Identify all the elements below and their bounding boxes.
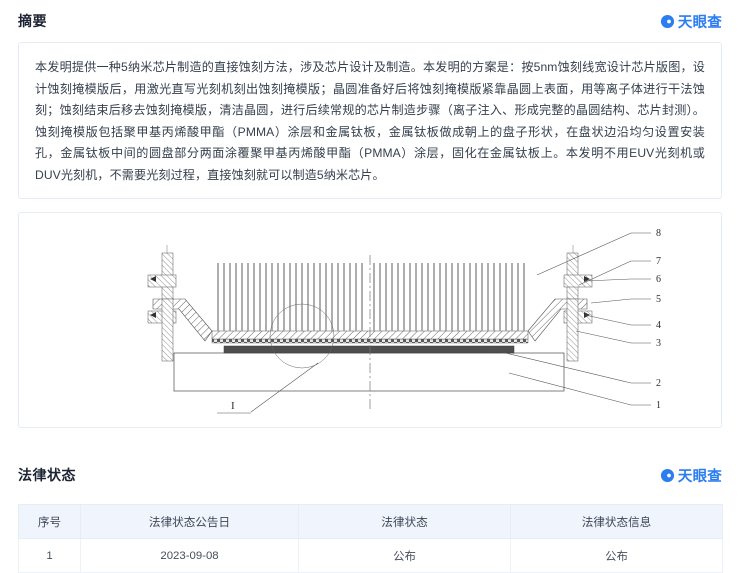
page-title: 摘要 (18, 13, 47, 29)
brand-name-abstract: 天眼查 (677, 14, 722, 31)
cell-index: 1 (18, 538, 81, 573)
figure-fin-array (217, 263, 525, 331)
figure-callout-3: 3 (656, 338, 661, 349)
figure-left-bolt-assembly (147, 245, 177, 362)
brand-name-legal: 天眼查 (677, 468, 722, 485)
column-header-status-info: 法律状态信息 (510, 504, 723, 539)
legal-section-header: 法律状态 天眼查 (0, 454, 740, 496)
figure-callout-6: 6 (656, 274, 661, 285)
abstract-section-header: 摘要 天眼查 (0, 0, 740, 42)
figure-callout-5: 5 (656, 294, 661, 305)
figure-callouts: 8 7 6 5 4 3 (488, 228, 661, 411)
table-row: 1 2023-09-08 公布 公布 (18, 538, 723, 573)
cell-announce-date: 2023-09-08 (80, 538, 299, 573)
figure-left-arm (152, 298, 213, 342)
legal-section-title: 法律状态 (18, 467, 76, 483)
figure-callout-1: 1 (656, 400, 661, 411)
cell-status: 公布 (298, 538, 511, 573)
column-header-status: 法律状态 (298, 504, 511, 539)
figure-substrate-layer (223, 345, 515, 354)
figure-detail-label: I (231, 400, 235, 412)
legal-status-table-wrap: 序号 法律状态公告日 法律状态 法律状态信息 1 2023-09-08 公布 公… (18, 504, 723, 573)
tianyancha-logo-icon (660, 14, 675, 29)
figure-right-arm (527, 298, 588, 342)
cell-status-info: 公布 (510, 538, 723, 573)
abstract-card: 本发明提供一种5纳米芯片制造的直接蚀刻方法，涉及芯片设计及制造。本发明的方案是：… (18, 42, 722, 199)
figure-callout-2: 2 (656, 378, 661, 389)
figure-detail-circle: I (217, 303, 335, 414)
brand-logo-legal: 天眼查 (660, 465, 722, 486)
abstract-text: 本发明提供一种5纳米芯片制造的直接蚀刻方法，涉及芯片设计及制造。本发明的方案是：… (35, 60, 705, 182)
column-header-index: 序号 (18, 504, 81, 539)
figure-callout-7: 7 (656, 256, 661, 267)
figure-callout-4: 4 (656, 320, 661, 331)
column-header-announce-date: 法律状态公告日 (80, 504, 299, 539)
brand-logo-abstract: 天眼查 (660, 11, 722, 32)
legal-status-table: 序号 法律状态公告日 法律状态 法律状态信息 1 2023-09-08 公布 公… (18, 504, 723, 573)
figure-base-block (173, 352, 565, 392)
figure-card: I (18, 212, 722, 428)
figure-right-bolt-assembly (563, 245, 593, 362)
figure-callout-8: 8 (656, 228, 661, 239)
patent-technical-drawing: I (147, 228, 661, 414)
tianyancha-logo-icon (660, 468, 675, 483)
table-header-row: 序号 法律状态公告日 法律状态 法律状态信息 (18, 504, 723, 539)
